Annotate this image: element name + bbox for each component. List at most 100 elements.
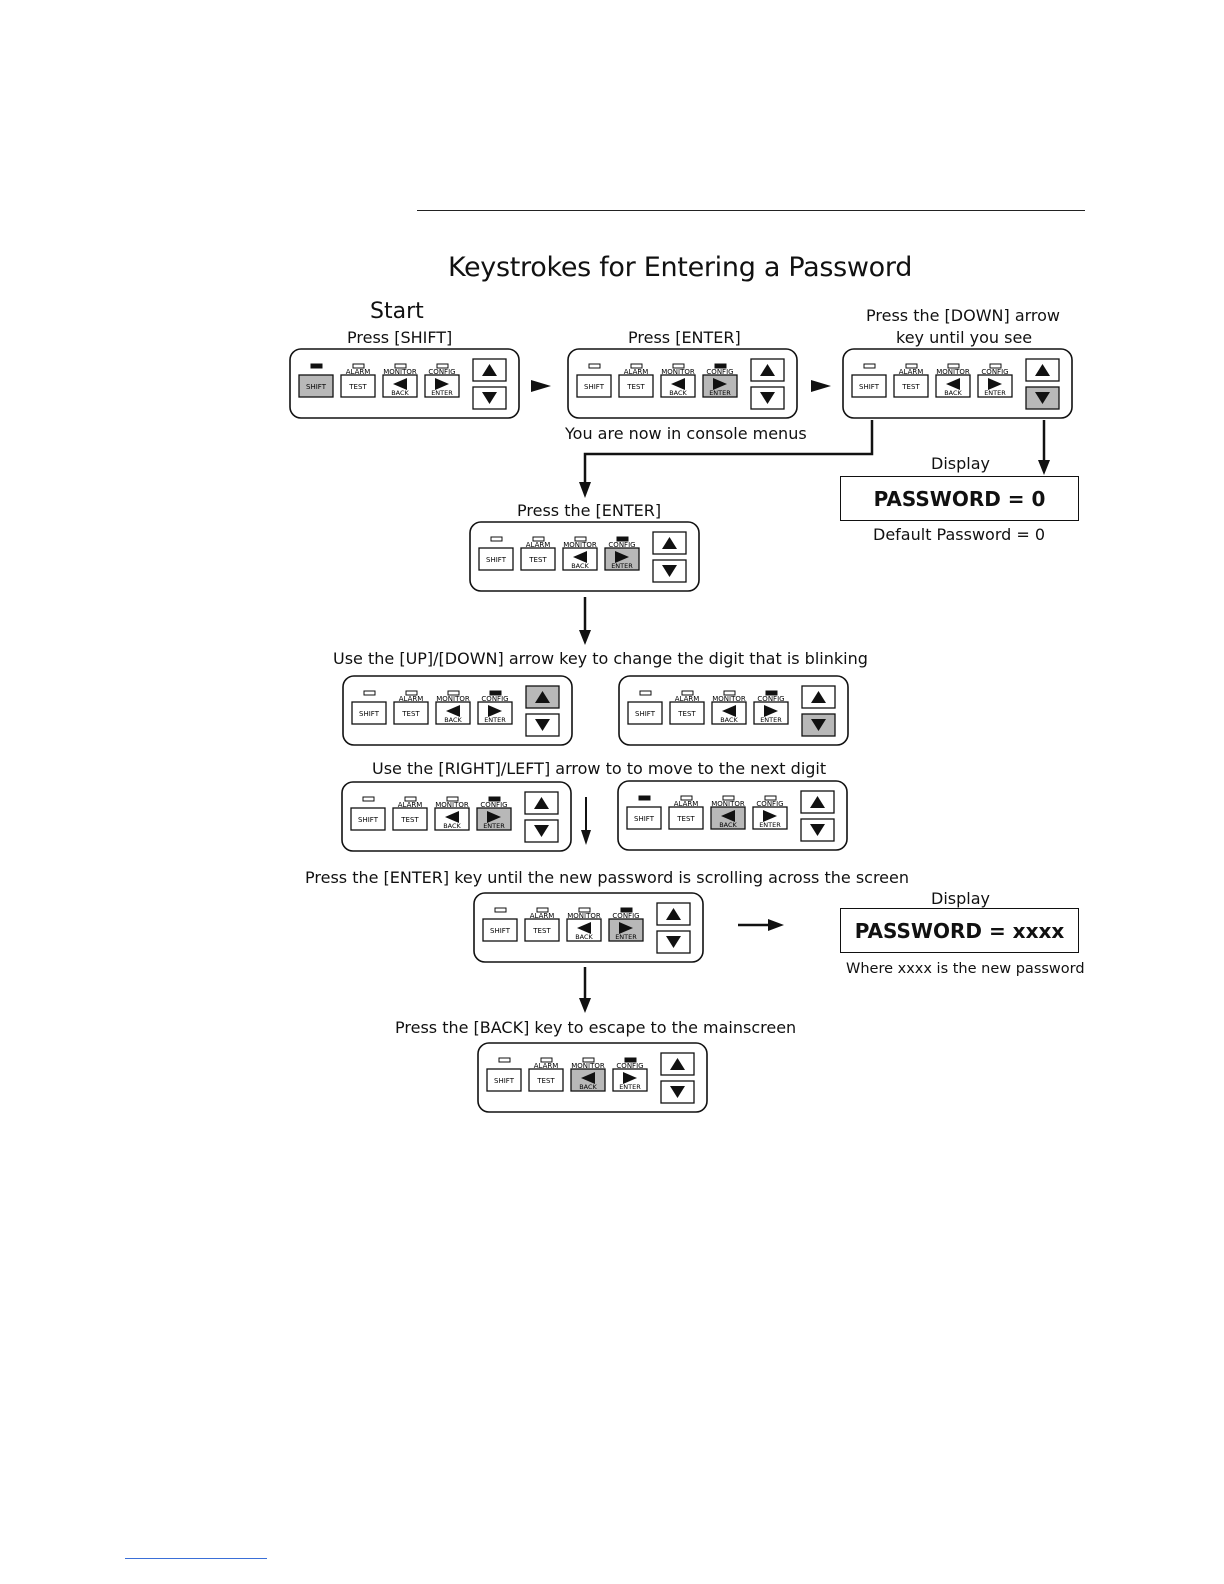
left-arrow-icon: [393, 378, 407, 390]
label-config: CONFIG: [428, 368, 455, 376]
left-arrow-icon: [721, 810, 735, 822]
key-label-enter: ENTER: [611, 562, 633, 570]
up-arrow-icon: [810, 796, 825, 808]
label-alarm: ALARM: [398, 801, 423, 809]
key-label-enter: ENTER: [431, 389, 453, 397]
start-label: Start: [370, 299, 424, 324]
led-alarm: [532, 536, 545, 542]
flow-arrow-1: [531, 380, 551, 392]
key-label-test: TEST: [677, 710, 696, 718]
display-label-1: Display: [931, 454, 990, 473]
label-alarm: ALARM: [399, 695, 424, 703]
key-label-shift: SHIFT: [359, 710, 380, 718]
key-label-enter: ENTER: [759, 821, 781, 829]
flow-arrow-2: [811, 380, 831, 392]
up-arrow-icon: [535, 691, 550, 703]
led-monitor: [446, 796, 459, 802]
label-monitor: MONITOR: [563, 541, 597, 549]
key-label-shift: SHIFT: [859, 383, 880, 391]
label-monitor: MONITOR: [711, 800, 745, 808]
key-label-back: BACK: [391, 389, 409, 397]
key-label-test: TEST: [348, 383, 367, 391]
key-test: [528, 1068, 564, 1092]
press-shift-label: Press [SHIFT]: [347, 328, 453, 347]
led-monitor: [447, 690, 460, 696]
key-label-test: TEST: [532, 927, 551, 935]
led-shift: [362, 796, 375, 802]
label-config: CONFIG: [706, 368, 733, 376]
label-config: CONFIG: [616, 1062, 643, 1070]
right-arrow-icon: [488, 705, 502, 717]
key-label-test: TEST: [536, 1077, 555, 1085]
key-shift: [627, 701, 663, 725]
led-config: [714, 363, 727, 369]
header-rule: [417, 210, 1085, 211]
led-shift: [494, 907, 507, 913]
default-password-note: Default Password = 0: [873, 525, 1046, 544]
label-config: CONFIG: [981, 368, 1008, 376]
key-test: [618, 374, 654, 398]
key-label-enter: ENTER: [484, 716, 506, 724]
key-label-enter: ENTER: [615, 933, 637, 941]
label-monitor: MONITOR: [661, 368, 695, 376]
label-config: CONFIG: [757, 695, 784, 703]
up-arrow-icon: [811, 691, 826, 703]
right-arrow-icon: [619, 922, 633, 934]
key-shift: [351, 701, 387, 725]
led-shift: [639, 690, 652, 696]
key-label-test: TEST: [528, 556, 547, 564]
key-label-back: BACK: [575, 933, 593, 941]
down-arrow-icon: [666, 936, 681, 948]
password-display-new: PASSWORD = xxxx: [840, 908, 1079, 953]
label-alarm: ALARM: [530, 912, 555, 920]
key-test: [893, 374, 929, 398]
up-arrow-icon: [666, 908, 681, 920]
key-label-shift: SHIFT: [584, 383, 605, 391]
left-arrow-icon: [446, 705, 460, 717]
label-monitor: MONITOR: [436, 695, 470, 703]
led-alarm: [680, 795, 693, 801]
flow-connector-elbow: [583, 420, 874, 490]
left-arrow-icon: [671, 378, 685, 390]
led-config: [616, 536, 629, 542]
label-monitor: MONITOR: [571, 1062, 605, 1070]
key-label-test: TEST: [901, 383, 920, 391]
led-shift: [863, 363, 876, 369]
key-shift: [486, 1068, 522, 1092]
led-monitor: [578, 907, 591, 913]
key-shift: [482, 918, 518, 942]
label-config: CONFIG: [608, 541, 635, 549]
led-config: [488, 796, 501, 802]
led-shift: [638, 795, 651, 801]
key-label-shift: SHIFT: [494, 1077, 515, 1085]
label-monitor: MONITOR: [435, 801, 469, 809]
left-arrow-icon: [722, 705, 736, 717]
key-label-enter: ENTER: [984, 389, 1006, 397]
down-arrow-icon: [760, 392, 775, 404]
down-arrow-icon: [662, 565, 677, 577]
flow-arrowhead-3: [581, 830, 591, 845]
label-monitor: MONITOR: [567, 912, 601, 920]
press-enter-label: Press [ENTER]: [628, 328, 741, 347]
password-display-default: PASSWORD = 0: [840, 476, 1079, 521]
key-label-back: BACK: [571, 562, 589, 570]
key-label-back: BACK: [443, 822, 461, 830]
where-xxxx-note: Where xxxx is the new password: [846, 961, 1085, 977]
press-enter-until-label: Press the [ENTER] key until the new pass…: [305, 868, 909, 887]
key-test: [524, 918, 560, 942]
press-the-enter-label: Press the [ENTER]: [517, 501, 662, 520]
key-label-test: TEST: [676, 815, 695, 823]
key-label-enter: ENTER: [709, 389, 731, 397]
key-test: [392, 807, 428, 831]
key-label-back: BACK: [719, 821, 737, 829]
led-config: [489, 690, 502, 696]
key-test: [340, 374, 376, 398]
down-arrow-icon: [534, 825, 549, 837]
